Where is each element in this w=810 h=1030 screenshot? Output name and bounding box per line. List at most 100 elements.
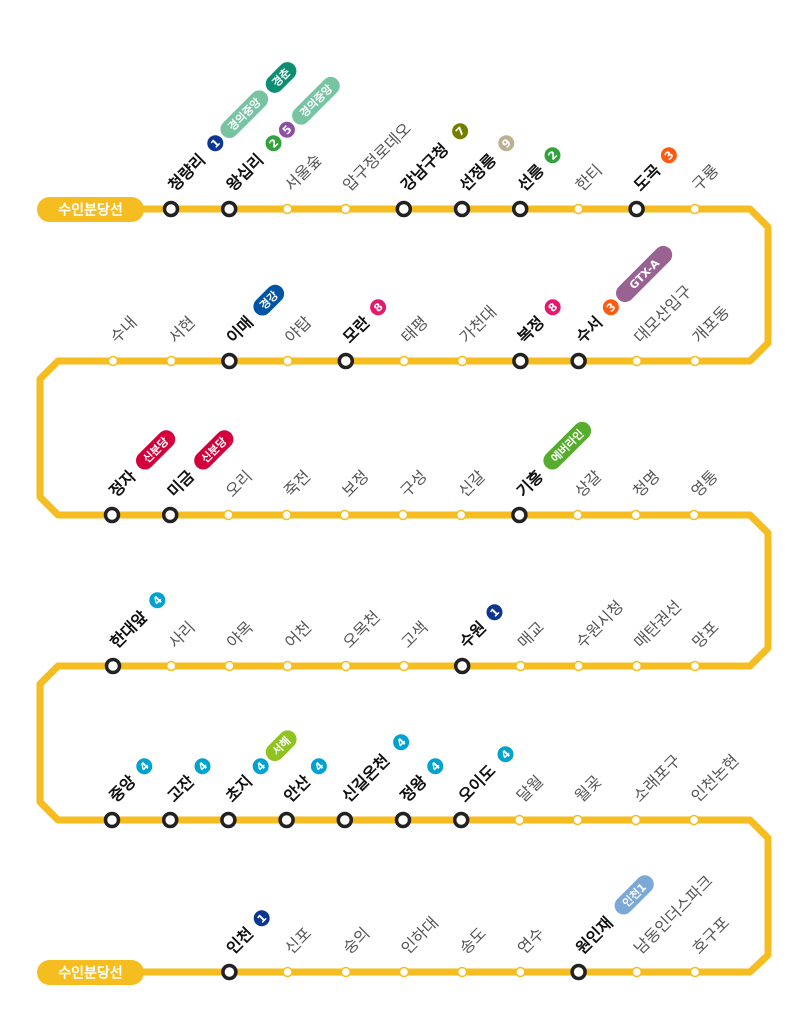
station-marker[interactable]	[282, 660, 293, 672]
station[interactable]: 인하대	[397, 913, 442, 978]
station-marker[interactable]	[398, 355, 410, 367]
station-marker-transfer[interactable]	[161, 811, 179, 829]
station[interactable]: 안산4	[278, 754, 332, 829]
station-marker[interactable]	[631, 966, 643, 978]
station-marker[interactable]	[631, 355, 643, 367]
station[interactable]: 대모산입구	[630, 281, 696, 367]
station[interactable]: 정왕4	[394, 754, 448, 829]
station-marker[interactable]	[282, 355, 293, 367]
station-marker[interactable]	[224, 660, 235, 672]
station-marker-transfer[interactable]	[453, 657, 471, 675]
station-label-group: 정왕4	[396, 758, 444, 806]
station-marker[interactable]	[223, 509, 234, 521]
station-marker[interactable]	[340, 203, 351, 215]
station-name: 이매	[223, 313, 257, 347]
station-marker-transfer[interactable]	[220, 200, 238, 218]
station-marker-transfer[interactable]	[162, 200, 180, 218]
station[interactable]: 선릉2	[511, 143, 566, 218]
station-marker[interactable]	[340, 660, 352, 672]
station[interactable]: 복정8	[512, 295, 566, 370]
station-marker[interactable]	[165, 355, 177, 367]
station-marker-transfer[interactable]	[221, 352, 238, 370]
station-marker-transfer[interactable]	[103, 506, 121, 524]
station-marker-transfer[interactable]	[452, 811, 470, 829]
station-marker[interactable]	[572, 509, 583, 521]
station-marker[interactable]	[281, 509, 292, 521]
station[interactable]: 소래포구	[629, 751, 684, 826]
station-marker[interactable]	[689, 355, 701, 367]
station-marker[interactable]	[456, 355, 468, 367]
station[interactable]: 수원1	[453, 600, 508, 675]
station[interactable]: 호구포	[688, 913, 733, 978]
station-marker-transfer[interactable]	[395, 200, 413, 218]
station-marker[interactable]	[456, 966, 468, 978]
station[interactable]: 개포동	[688, 302, 733, 367]
station-marker[interactable]	[107, 355, 119, 367]
station-marker[interactable]	[689, 966, 701, 978]
station-marker-transfer[interactable]	[570, 352, 587, 370]
station[interactable]: 오목천	[339, 607, 384, 672]
station-label-group: 인천1	[223, 910, 270, 958]
station-marker[interactable]	[165, 660, 177, 672]
station-marker[interactable]	[630, 509, 642, 521]
station[interactable]: 고잔4	[161, 754, 216, 829]
station-marker-transfer[interactable]	[104, 657, 122, 675]
station-name: 가천대	[456, 302, 501, 347]
station-marker[interactable]	[515, 966, 526, 978]
station-marker-transfer[interactable]	[221, 963, 238, 981]
station-marker-transfer[interactable]	[103, 811, 121, 829]
station-marker-transfer[interactable]	[511, 200, 529, 218]
station-marker[interactable]	[282, 966, 293, 978]
station-marker-transfer[interactable]	[337, 352, 355, 370]
station[interactable]: 서울숲	[281, 150, 326, 215]
station[interactable]: 도곡3	[628, 143, 682, 218]
station[interactable]: 모란8	[337, 295, 391, 370]
station[interactable]: 가천대	[456, 302, 501, 367]
station-marker[interactable]	[572, 814, 583, 826]
station-marker-transfer[interactable]	[394, 811, 412, 829]
station-marker[interactable]	[398, 966, 410, 978]
station-marker[interactable]	[455, 509, 467, 521]
station-marker[interactable]	[282, 203, 293, 215]
station-marker-transfer[interactable]	[511, 506, 528, 524]
transfer-pill	[543, 421, 592, 470]
station-marker[interactable]	[339, 509, 351, 521]
station-marker-transfer[interactable]	[161, 506, 179, 524]
station-marker-transfer[interactable]	[453, 200, 471, 218]
station-marker[interactable]	[689, 660, 701, 672]
station-marker[interactable]	[688, 814, 700, 826]
station[interactable]: 중앙4	[103, 754, 157, 829]
station-marker-transfer[interactable]	[336, 811, 354, 829]
station-marker[interactable]	[398, 660, 410, 672]
station-marker[interactable]	[631, 660, 643, 672]
station-marker-transfer[interactable]	[570, 963, 587, 981]
station-marker[interactable]	[688, 509, 700, 521]
station-marker[interactable]	[340, 966, 352, 978]
station[interactable]: 인천논현	[687, 751, 742, 826]
station-marker[interactable]	[515, 660, 526, 672]
station-marker[interactable]	[689, 203, 701, 215]
station-marker[interactable]	[514, 814, 525, 826]
station-marker-transfer[interactable]	[278, 811, 295, 829]
station-marker[interactable]	[630, 814, 642, 826]
station-marker[interactable]	[573, 660, 584, 672]
station-marker[interactable]	[397, 509, 409, 521]
station[interactable]: 압구정로데오	[339, 119, 415, 215]
station[interactable]: 인천1	[221, 906, 275, 981]
transfer-pill	[135, 430, 176, 470]
station-marker[interactable]	[573, 203, 584, 215]
station-marker-transfer[interactable]	[512, 352, 529, 370]
station[interactable]: 수원시청	[572, 597, 627, 672]
station-marker-transfer[interactable]	[220, 811, 237, 829]
station-marker-transfer[interactable]	[628, 200, 645, 218]
station[interactable]: 매탄권선	[630, 597, 685, 672]
